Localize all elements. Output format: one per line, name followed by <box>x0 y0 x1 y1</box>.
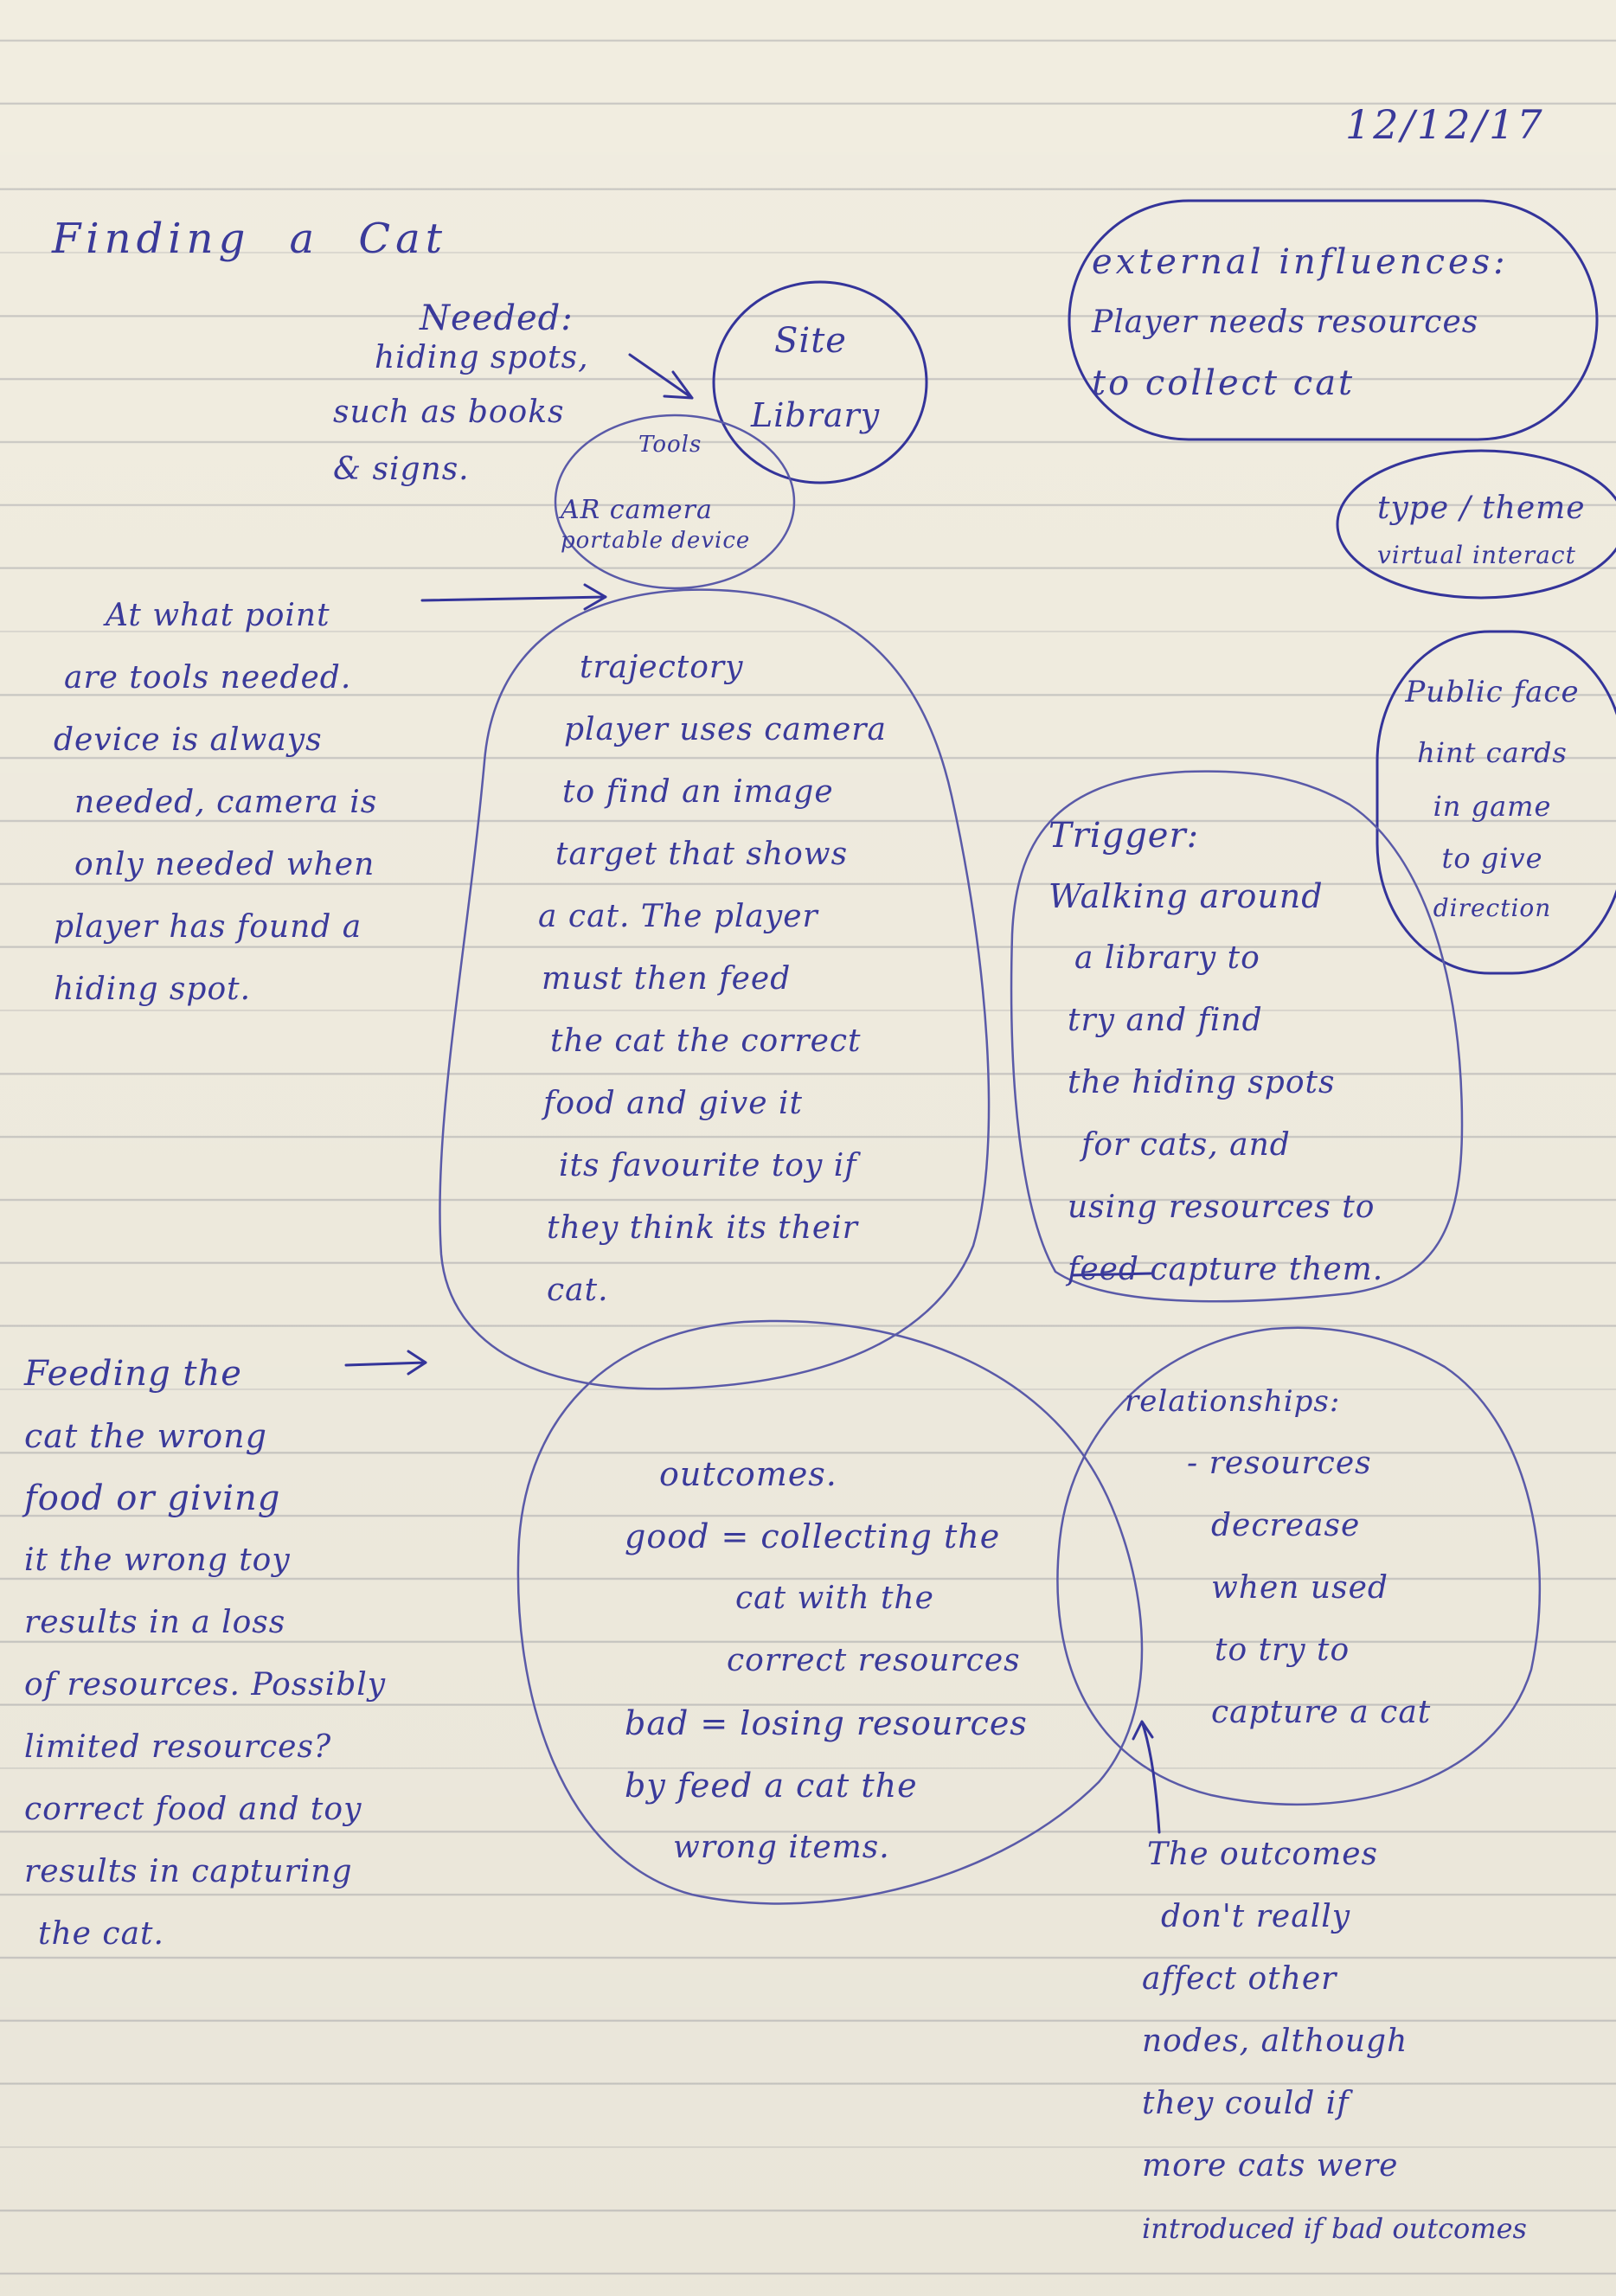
feeding-note-line: the cat. <box>38 1916 164 1952</box>
needed-label: Needed: <box>420 298 574 338</box>
trigger-line: Walking around <box>1048 877 1324 915</box>
trigger-text: Trigger: Walking around a library to try… <box>1048 806 1383 1301</box>
tools-question-line: player has found a <box>54 909 362 945</box>
relationships-line: - resources <box>1187 1446 1372 1481</box>
relationships-text: relationships: - resources decrease when… <box>1125 1370 1431 1744</box>
trigger-line: using resources to <box>1068 1190 1376 1225</box>
feeding-note-line: it the wrong toy <box>24 1542 291 1578</box>
trigger-line: feed capture them. <box>1068 1252 1384 1287</box>
tools-list: AR camera portable device <box>561 493 750 554</box>
outcomes-line: cat with the <box>735 1581 934 1616</box>
external-influences-text: external influences: Player needs resour… <box>1092 232 1509 414</box>
trajectory-line: player uses camera <box>564 712 887 747</box>
outcomes-note-line: they could if <box>1142 2086 1350 2121</box>
outcomes-line: wrong items. <box>673 1830 890 1865</box>
trajectory-line: to find an image <box>562 774 834 810</box>
needed-to-site-arrow <box>628 353 694 400</box>
external-influences-line: to collect cat <box>1092 363 1356 403</box>
trajectory-line: a cat. The player <box>538 899 818 934</box>
outcomes-line: outcomes. <box>659 1455 837 1493</box>
public-face-line: hint cards <box>1417 736 1568 769</box>
tools-line: AR camera <box>561 495 713 525</box>
trajectory-line: target that shows <box>555 837 849 872</box>
feeding-note-line: results in a loss <box>24 1605 286 1640</box>
site-label: Site <box>774 321 847 361</box>
outcomes-note-line: nodes, although <box>1142 2023 1408 2059</box>
tools-line: portable device <box>561 528 751 554</box>
trajectory-line: cat. <box>547 1273 609 1308</box>
outcomes-line: correct resources <box>727 1643 1021 1678</box>
public-face-line: direction <box>1433 894 1552 922</box>
feeding-note-text: Feeding the cat the wrong food or giving… <box>24 1343 386 1966</box>
outcomes-note-line: don't really <box>1161 1899 1351 1934</box>
type-theme-line: virtual interact <box>1377 541 1576 569</box>
outcomes-note-line: more cats were <box>1142 2148 1399 2184</box>
outcomes-line: bad = losing resources <box>625 1704 1028 1742</box>
public-face-line: to give <box>1441 842 1543 875</box>
tools-label: Tools <box>638 432 702 458</box>
trigger-line: try and find <box>1068 1003 1263 1038</box>
tools-question-line: device is always <box>54 722 323 758</box>
outcomes-line: by feed a cat the <box>625 1767 918 1805</box>
outcomes-note-line: affect other <box>1142 1961 1337 1997</box>
trajectory-line: the cat the correct <box>550 1023 862 1059</box>
trajectory-line: they think its their <box>547 1210 858 1246</box>
trigger-line: the hiding spots <box>1068 1065 1336 1100</box>
feeding-note-line: limited resources? <box>24 1729 332 1765</box>
external-influences-line: Player needs resources <box>1092 305 1479 340</box>
tools-question-line: needed, camera is <box>74 785 378 820</box>
feeding-note-line: of resources. Possibly <box>24 1667 387 1703</box>
site-value: Library <box>751 396 881 434</box>
feeding-note-line: results in capturing <box>24 1854 353 1889</box>
outcomes-line: good = collecting the <box>625 1517 1001 1555</box>
trajectory-line: food and give it <box>543 1086 803 1121</box>
page-date: 12/12/17 <box>1345 101 1545 148</box>
outcomes-note-line: introduced if bad outcomes <box>1142 2212 1527 2245</box>
outcomes-note-text: The outcomes don't really affect other n… <box>1142 1824 1527 2260</box>
relationships-line: capture a cat <box>1211 1695 1432 1730</box>
trajectory-text: trajectory player uses camera to find an… <box>538 637 887 1322</box>
needed-list: hiding spots, such as books & signs. <box>333 332 589 498</box>
type-theme-line: type / theme <box>1377 491 1586 526</box>
trigger-line: Trigger: <box>1048 816 1200 856</box>
trigger-line: for cats, and <box>1081 1127 1291 1163</box>
needed-line: hiding spots, <box>375 340 589 375</box>
relationships-line: when used <box>1211 1570 1388 1606</box>
feeding-note-line: food or giving <box>24 1478 281 1518</box>
relationships-line: decrease <box>1211 1508 1361 1543</box>
public-face-line: in game <box>1433 790 1552 823</box>
feeding-note-line: cat the wrong <box>24 1417 267 1455</box>
tools-question-arrow <box>420 583 607 611</box>
type-theme-text: type / theme virtual interact <box>1377 481 1586 574</box>
tools-question-line: only needed when <box>74 847 375 882</box>
needed-line: & signs. <box>333 452 470 487</box>
feeding-note-line: correct food and toy <box>24 1792 362 1827</box>
public-face-text: Public face hint cards in game to give d… <box>1376 659 1609 933</box>
tools-question-line: are tools needed. <box>64 660 352 696</box>
trajectory-line: trajectory <box>580 650 744 685</box>
external-influences-line: external influences: <box>1092 242 1509 282</box>
relationships-line: relationships: <box>1125 1384 1341 1419</box>
trajectory-line: its favourite toy if <box>559 1148 857 1183</box>
outcomes-note-line: The outcomes <box>1147 1837 1379 1872</box>
tools-question-line: hiding spot. <box>54 972 252 1007</box>
tools-question-text: At what point are tools needed. device i… <box>54 585 377 1021</box>
trigger-line: a library to <box>1074 940 1260 976</box>
public-face-line: Public face <box>1405 675 1580 709</box>
relationships-line: to try to <box>1215 1632 1350 1668</box>
trajectory-line: must then feed <box>542 961 792 997</box>
tools-question-line: At what point <box>106 598 330 633</box>
feeding-note-line: Feeding the <box>24 1354 242 1394</box>
outcomes-text: outcomes. good = collecting the cat with… <box>625 1443 1028 1879</box>
page-title: Finding a Cat <box>52 215 448 263</box>
needed-line: such as books <box>333 394 565 430</box>
